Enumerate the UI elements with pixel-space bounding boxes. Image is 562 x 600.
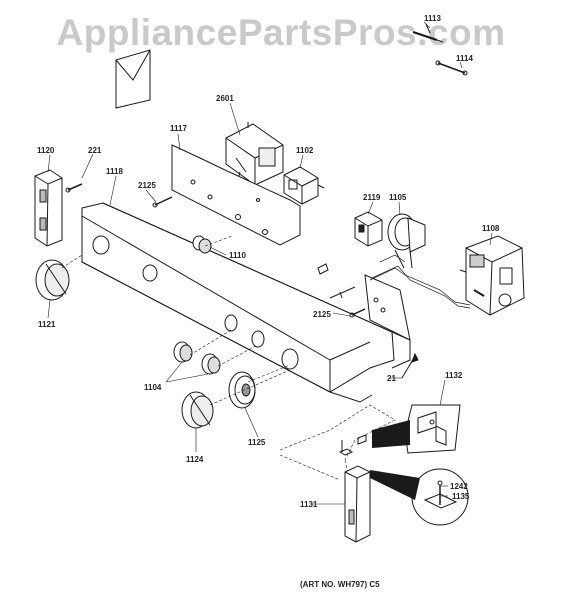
callout-1132: 1132 xyxy=(445,371,463,380)
valve-1108-icon xyxy=(459,235,525,316)
callout-21: 21 xyxy=(387,374,396,383)
callout-221: 221 xyxy=(88,146,102,155)
leader-lines xyxy=(47,21,493,505)
screw-221-icon xyxy=(65,183,83,193)
callout-1102: 1102 xyxy=(296,146,314,155)
callout-1108: 1108 xyxy=(482,224,500,233)
callout-1125: 1125 xyxy=(248,438,266,447)
callout-1105: 1105 xyxy=(389,193,407,202)
knob-1124-icon xyxy=(181,391,214,429)
part-1113-icon xyxy=(412,23,444,43)
callout-1110: 1110 xyxy=(229,251,246,260)
callout-2119: 2119 xyxy=(363,193,381,202)
knob-1104-icon xyxy=(173,341,221,375)
knob-1125-icon xyxy=(228,371,256,409)
bracket-1117-icon xyxy=(171,144,301,246)
callout-1242: 1242 xyxy=(450,482,468,491)
callout-1124: 1124 xyxy=(186,455,204,464)
clip-parts-icon xyxy=(338,434,367,456)
callout-1114: 1114 xyxy=(456,54,473,63)
guide-lines xyxy=(61,235,396,481)
knob-1121-icon xyxy=(35,259,70,301)
callout-2601: 2601 xyxy=(216,94,234,103)
callout-2125-bottom: 2125 xyxy=(313,310,331,319)
callout-1120: 1120 xyxy=(37,146,55,155)
manual-envelope-icon xyxy=(115,49,151,109)
switch-1102-icon xyxy=(283,166,325,205)
bracket-1132-detail-icon xyxy=(372,404,461,454)
endcap-1131-icon xyxy=(344,465,371,543)
callout-1104: 1104 xyxy=(144,383,162,392)
callout-1118: 1118 xyxy=(106,167,123,176)
endcap-1120-icon xyxy=(34,169,63,247)
part-1135-detail-icon xyxy=(370,468,469,526)
rear-bracket-icon xyxy=(329,274,411,341)
callout-1113: 1113 xyxy=(424,14,441,23)
part-21-arrow-icon xyxy=(401,352,419,379)
callout-2125-top: 2125 xyxy=(138,181,156,190)
pressure-switch-2119-icon xyxy=(354,211,383,247)
selector-1105-icon xyxy=(387,213,426,269)
callout-1131: 1131 xyxy=(300,500,318,509)
art-number-caption: (ART NO. WH797) C5 xyxy=(300,580,380,589)
screw-2125-top-icon xyxy=(152,196,173,208)
screw-2125-bottom-icon xyxy=(349,308,366,318)
callout-1121: 1121 xyxy=(38,320,56,329)
wiring-harness-icon xyxy=(369,254,471,309)
callout-1135: 1135 xyxy=(452,492,470,501)
timer-2601-icon xyxy=(225,122,284,186)
callout-1117: 1117 xyxy=(170,124,187,133)
part-1114-icon xyxy=(435,60,468,76)
